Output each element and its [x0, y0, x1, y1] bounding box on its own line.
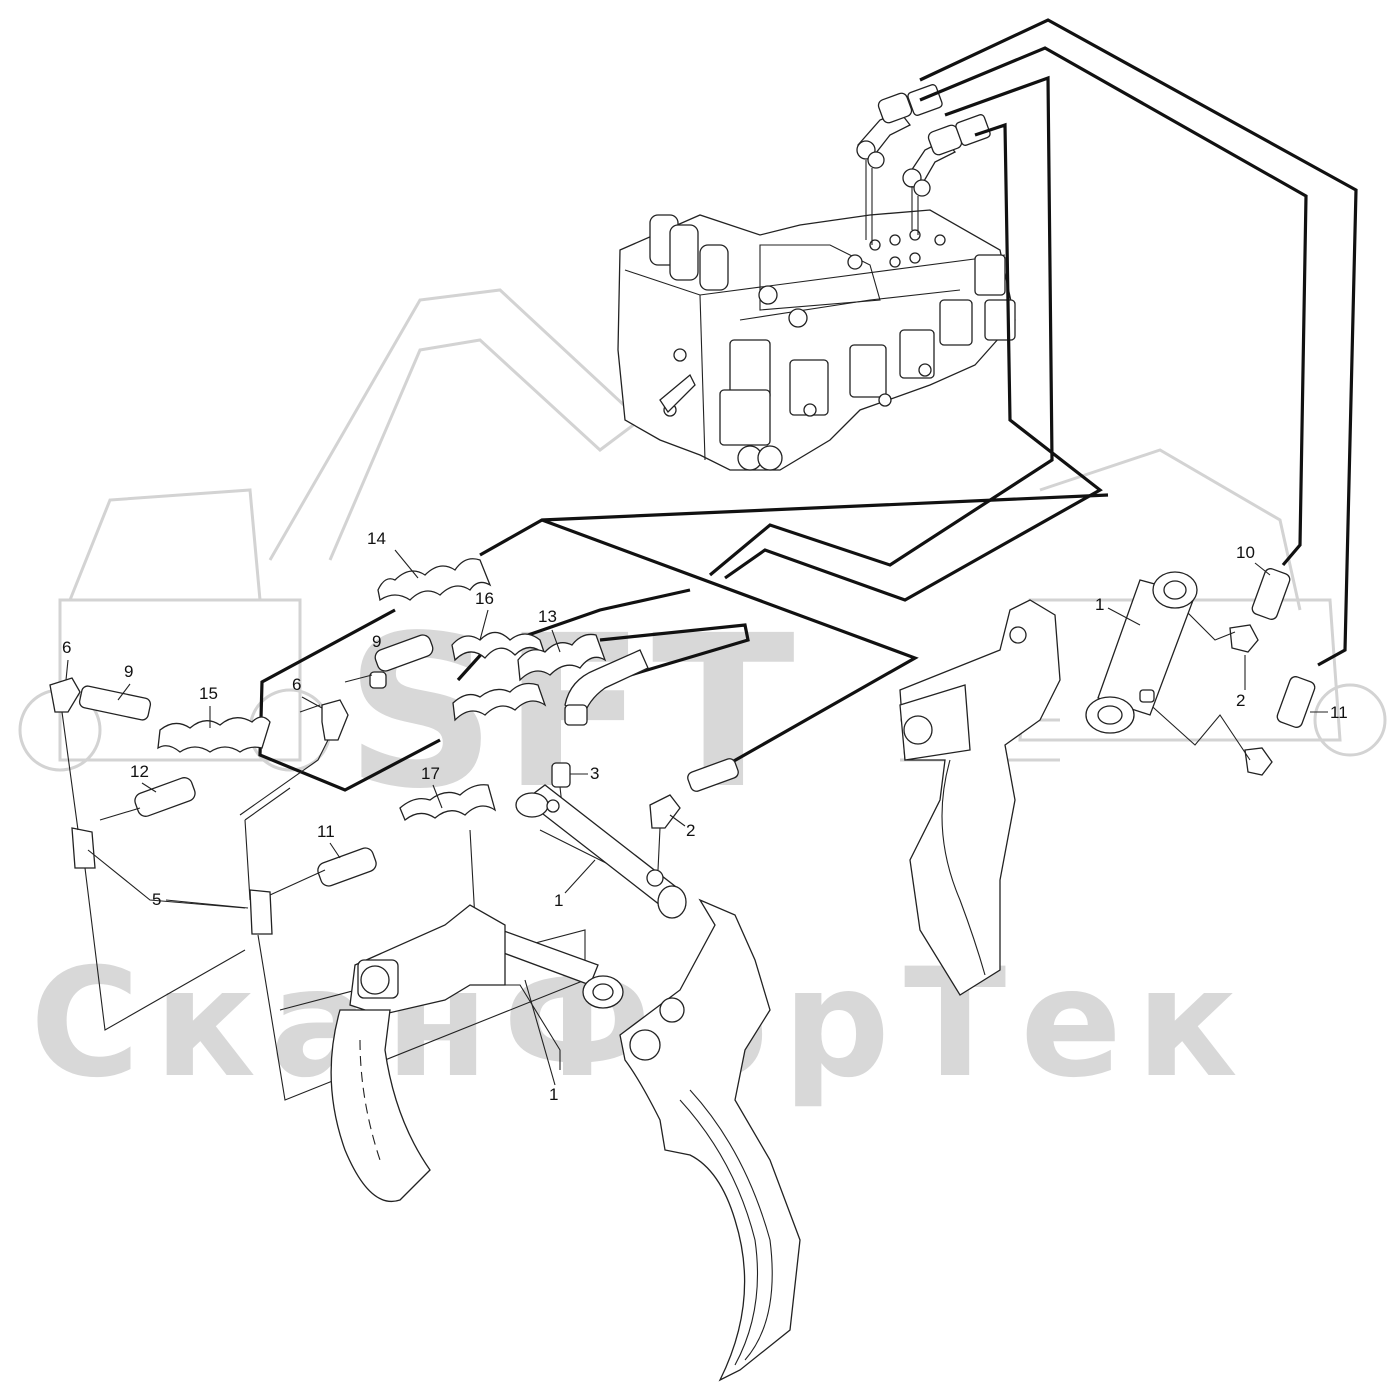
callout-2-right: 2 [1236, 691, 1245, 710]
callout-11-left: 11 [317, 822, 335, 841]
callout-17: 17 [421, 764, 440, 783]
callout-16: 16 [475, 589, 494, 608]
callout-1-lower: 1 [549, 1085, 558, 1104]
callout-6-mid: 6 [292, 675, 301, 694]
callout-1-right: 1 [1095, 595, 1104, 614]
callout-2-center: 2 [686, 821, 695, 840]
callout-13: 13 [538, 607, 557, 626]
callout-10: 10 [1236, 543, 1255, 562]
hydraulic-cylinders [453, 571, 1198, 1009]
callout-5: 5 [152, 890, 161, 909]
ripper-shanks [330, 599, 1061, 1382]
callout-12: 12 [130, 762, 149, 781]
callout-labels: 14 16 13 9 6 9 15 6 12 3 2 11 17 5 1 1 1… [62, 529, 1348, 1104]
callout-11-right: 11 [1330, 703, 1348, 722]
callout-1-center: 1 [554, 891, 563, 910]
hose-fittings [49, 558, 1316, 935]
callout-14: 14 [367, 529, 386, 548]
callout-3: 3 [590, 764, 599, 783]
control-valve-block [617, 209, 1016, 471]
valve-top-fittings [856, 84, 991, 245]
callout-9-upper: 9 [372, 632, 381, 651]
callout-15: 15 [199, 684, 218, 703]
callout-6-left: 6 [62, 638, 71, 657]
hydraulic-pipes [258, 18, 1358, 792]
callout-9-left: 9 [124, 662, 133, 681]
